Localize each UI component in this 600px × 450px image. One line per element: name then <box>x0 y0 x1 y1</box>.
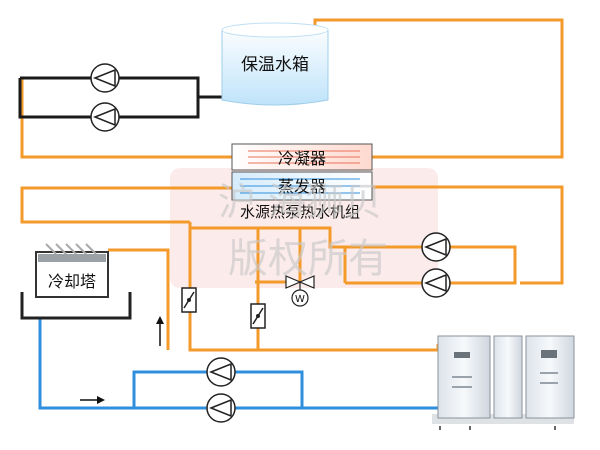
pump-icon <box>421 232 451 262</box>
flow-arrow-icon <box>80 396 105 404</box>
cooling-water-pipes <box>38 318 438 410</box>
pump-icon <box>90 63 120 93</box>
insulated-tank: 保温水箱 <box>221 22 329 106</box>
heat-pump-unit-label: 水源热泵热水机组 <box>240 203 360 221</box>
insulated-tank-label: 保温水箱 <box>241 55 309 75</box>
check-valve-icon <box>250 303 266 329</box>
flow-arrow-icon <box>156 316 164 346</box>
pump-icon <box>90 102 120 132</box>
watermark-line-2: 版权所有 <box>228 236 388 282</box>
hot-water-pipes <box>20 18 564 352</box>
pump-icon <box>206 393 236 423</box>
valve-w-label: W <box>295 294 305 305</box>
condenser-label: 冷凝器 <box>278 149 326 168</box>
cooling-tower: 冷却塔 <box>20 243 132 320</box>
heat-pump-cabinets <box>432 335 575 430</box>
watermark-line-1: 沪 海狮贝 <box>218 180 382 224</box>
supply-pipes <box>18 76 222 119</box>
cooling-tower-label: 冷却塔 <box>48 272 96 291</box>
three-way-valve-icon: W <box>285 275 315 307</box>
condenser: 冷凝器 <box>231 143 373 171</box>
evaporator-label: 蒸发器 <box>278 177 326 196</box>
pump-icon <box>206 357 236 387</box>
pump-icon <box>421 268 451 298</box>
evaporator: 蒸发器 <box>231 171 373 201</box>
check-valve-icon <box>181 287 197 313</box>
